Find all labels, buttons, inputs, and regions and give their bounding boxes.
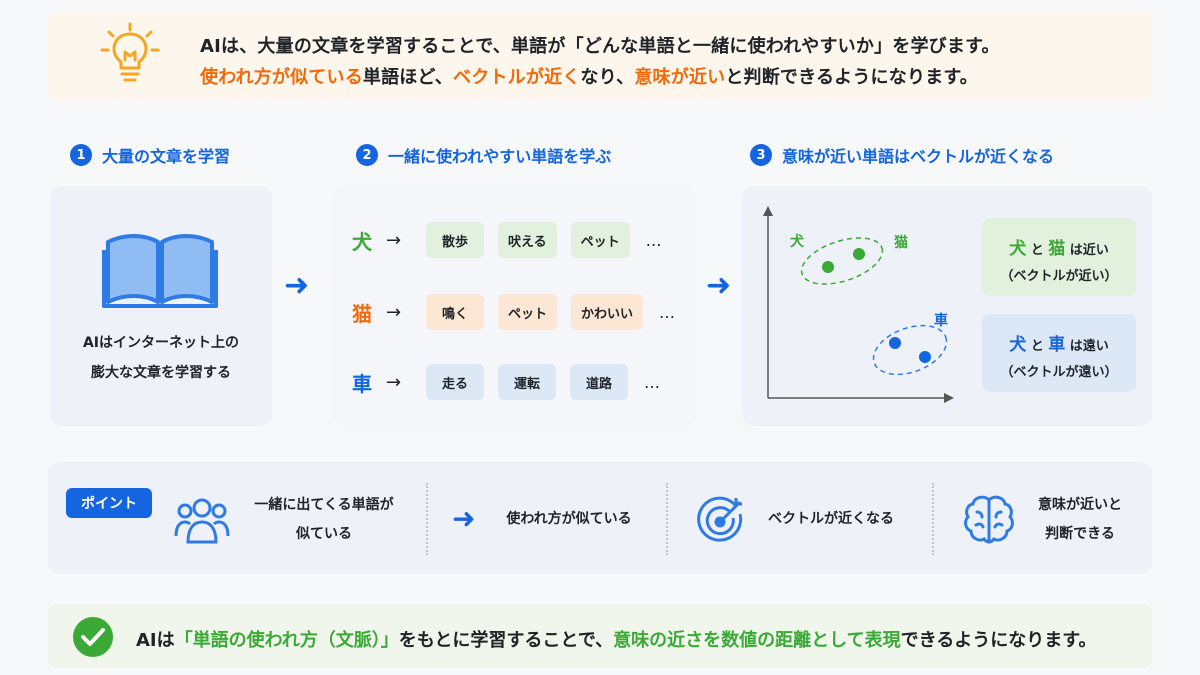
point-2-text: 使われ方が似ている	[506, 511, 632, 527]
conclusion-text: AIは「単語の使われ方（文脈）」をもとに学習することで、意味の近さを数値の距離と…	[136, 626, 1096, 652]
step-label: 大量の文章を学習	[102, 147, 231, 166]
relation: は遠い	[1069, 339, 1109, 354]
row-arrow: →	[386, 371, 402, 393]
point-car-1	[889, 337, 901, 349]
banner-highlight-vector: ベクトルが近く	[453, 67, 581, 88]
conclusion-part: をもとに学習することで、	[398, 630, 614, 651]
comparison-near: 犬 と 猫 は近い （ベクトルが近い）	[982, 218, 1136, 296]
step-number: 2	[356, 144, 378, 166]
step-2-header: 2 一緒に使われやすい単語を学ぶ	[356, 143, 611, 167]
step-label: 一緒に使われやすい単語を学ぶ	[388, 147, 612, 166]
ellipsis: …	[645, 230, 662, 250]
people-icon	[174, 494, 230, 548]
word-a: 犬	[1009, 239, 1027, 259]
step-number: 3	[750, 144, 772, 166]
row-word: 車	[352, 371, 372, 396]
step-number: 1	[70, 144, 92, 166]
summary-banner	[48, 12, 1152, 100]
arrow-right-icon: ➜	[284, 268, 310, 303]
comparison-far: 犬 と 車 は遠い （ベクトルが遠い）	[982, 314, 1136, 392]
word-row-dog: 犬 → 散歩 吠える ペット …	[352, 222, 662, 258]
comparison-sub: （ベクトルが近い）	[1000, 269, 1118, 284]
point-4-text: 意味が近いと 判断できる	[1020, 491, 1140, 549]
point-3-text: ベクトルが近くなる	[768, 511, 894, 527]
context-chip: かわいい	[571, 294, 644, 330]
point-1-line-2: 似ている	[296, 526, 352, 542]
comparison-heading: 犬 と 猫 は近い	[982, 234, 1136, 259]
word-a: 犬	[1009, 335, 1027, 355]
target-icon	[696, 494, 748, 550]
label-dog: 犬	[790, 233, 805, 250]
banner-line-2: 使われ方が似ている単語ほど、ベクトルが近くなり、意味が近いと判断できるようになり…	[200, 63, 978, 89]
context-chip: 運転	[498, 364, 556, 400]
point-4-line-2: 判断できる	[1045, 526, 1115, 542]
learning-caption-2: 膨大な文章を学習する	[91, 365, 231, 381]
step-1-header: 1 大量の文章を学習	[70, 143, 230, 167]
banner-line-1: AIは、大量の文章を学習することで、単語が「どんな単語と一緒に使われやすいか」を…	[200, 36, 1000, 57]
ellipsis: …	[659, 302, 676, 322]
point-1-text: 一緒に出てくる単語が 似ている	[240, 491, 408, 549]
point-car-2	[919, 351, 931, 363]
check-circle-icon	[72, 616, 114, 662]
arrow-right-icon: ➜	[452, 502, 476, 535]
label-cat: 猫	[894, 234, 908, 251]
conclusion-part: できるようになります。	[900, 630, 1097, 651]
word-row-car: 車 → 走る 運転 道路 …	[352, 364, 660, 400]
point-cat	[853, 248, 865, 260]
ellipsis: …	[644, 372, 660, 392]
banner-text: なり、	[580, 67, 635, 88]
learning-caption-1: AIはインターネット上の	[82, 335, 240, 351]
banner-text: と判断できるようになります。	[725, 67, 978, 88]
conclusion-highlight: 「単語の使われ方（文脈）」	[174, 630, 399, 651]
context-chip: 散歩	[426, 222, 484, 258]
x-axis-arrowhead	[944, 393, 954, 403]
row-arrow: →	[386, 301, 402, 323]
banner-text: 単語ほど、	[362, 67, 454, 88]
step-3-header: 3 意味が近い単語はベクトルが近くなる	[750, 143, 1054, 167]
divider	[666, 483, 668, 555]
y-axis-arrowhead	[763, 206, 773, 216]
point-dog	[822, 261, 834, 273]
conclusion-part: AIは	[136, 630, 175, 651]
conclusion-highlight: 意味の近さを数値の距離として表現	[613, 630, 901, 651]
brain-icon	[962, 492, 1016, 550]
divider	[426, 483, 428, 555]
step-label: 意味が近い単語はベクトルが近くなる	[782, 147, 1055, 166]
comparison-sub: （ベクトルが遠い）	[1000, 365, 1118, 380]
divider	[932, 483, 934, 555]
point-4-line-1: 意味が近いと	[1038, 497, 1122, 513]
comparison-heading: 犬 と 車 は遠い	[982, 330, 1136, 355]
arrow-right-icon: ➜	[706, 268, 732, 303]
context-chip: 道路	[570, 364, 628, 400]
conclusion-bar	[48, 604, 1152, 668]
context-chip: 吠える	[498, 222, 557, 258]
context-chip: ペット	[570, 222, 630, 258]
cluster-dog-cat	[800, 237, 884, 285]
relation: は近い	[1069, 243, 1109, 258]
open-book-icon	[102, 232, 218, 312]
context-chip: ペット	[498, 294, 558, 330]
banner-highlight-meaning: 意味が近い	[634, 67, 726, 88]
cluster-car	[872, 324, 948, 376]
word-b: 車	[1048, 335, 1066, 355]
lightbulb-icon	[100, 22, 160, 88]
row-word: 犬	[352, 229, 372, 254]
conjunction: と	[1030, 243, 1044, 258]
row-arrow: →	[386, 229, 402, 251]
word-b: 猫	[1048, 239, 1066, 259]
label-car: 車	[934, 312, 948, 329]
banner-highlight-usage: 使われ方が似ている	[200, 67, 363, 88]
row-word: 猫	[352, 301, 372, 326]
vector-space-plot: 犬 猫 車	[763, 206, 954, 403]
point-1-line-1: 一緒に出てくる単語が	[254, 497, 394, 513]
points-badge: ポイント	[66, 488, 152, 518]
context-chip: 鳴く	[426, 294, 484, 330]
word-row-cat: 猫 → 鳴く ペット かわいい …	[352, 294, 675, 330]
conjunction: と	[1030, 339, 1044, 354]
context-chip: 走る	[426, 364, 484, 400]
